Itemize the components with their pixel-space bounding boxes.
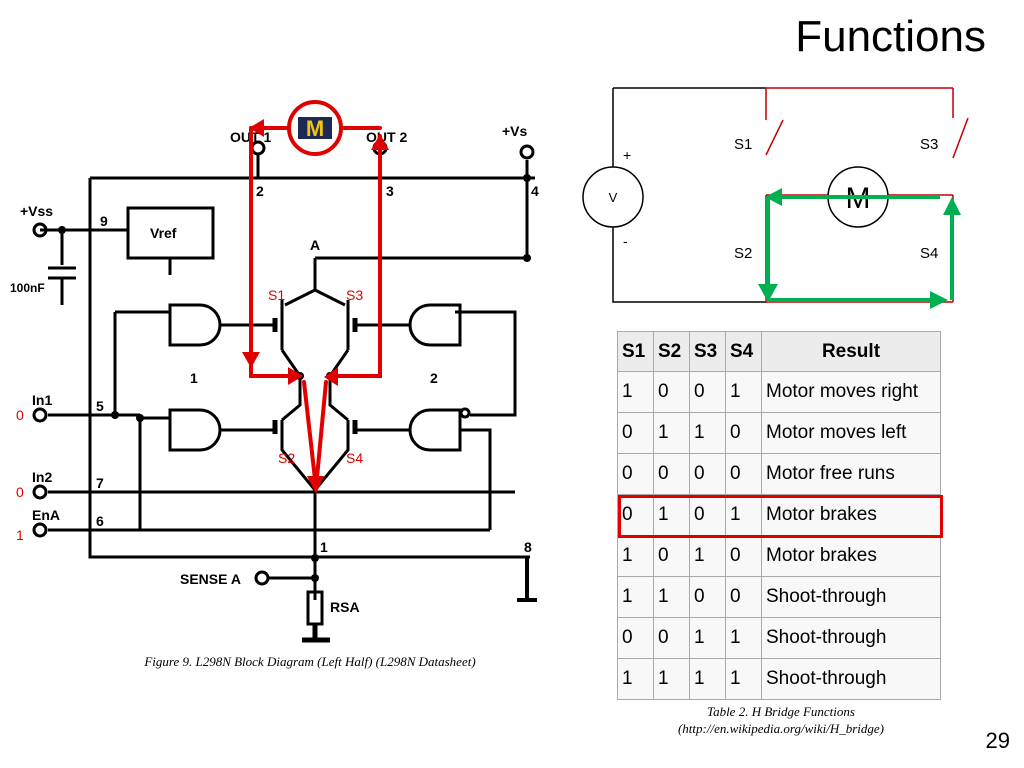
table-cell: 0 xyxy=(689,453,726,495)
pin-label-sense: SENSE A xyxy=(180,571,241,587)
table-cell: Shoot-through xyxy=(761,617,941,659)
column-header: S3 xyxy=(689,331,726,372)
table-row-highlighted: 0 1 0 1 Motor brakes xyxy=(617,494,941,536)
table-row: 0 0 1 1 Shoot-through xyxy=(617,617,941,659)
switch-label-s3: S3 xyxy=(920,136,938,153)
switch-label-s4: S4 xyxy=(920,245,938,262)
table-cell: 1 xyxy=(689,658,726,700)
table-cell: 1 xyxy=(653,576,690,618)
table-cell: 0 xyxy=(689,371,726,413)
rsa-label: RSA xyxy=(330,599,360,615)
table-cell: 0 xyxy=(725,535,762,577)
switch-label-s1: S1 xyxy=(734,136,752,153)
gate-group-1-label: 1 xyxy=(190,370,198,386)
table-cell: 1 xyxy=(689,535,726,577)
column-header: S1 xyxy=(617,331,654,372)
table-cell: 0 xyxy=(653,453,690,495)
pin-number: 6 xyxy=(96,513,104,529)
pin-number: 5 xyxy=(96,398,104,414)
pin-number: 7 xyxy=(96,475,104,491)
pin-label-in1: In1 xyxy=(32,392,52,408)
pin-label-vss: +Vss xyxy=(20,203,53,219)
table-row: 1 1 1 1 Shoot-through xyxy=(617,658,941,700)
pin-label-in2: In2 xyxy=(32,469,52,485)
pin-number: 9 xyxy=(100,213,108,229)
table-caption-title: Table 2. H Bridge Functions xyxy=(707,704,855,719)
pin-number: 3 xyxy=(386,183,394,199)
table-row: 0 1 1 0 Motor moves left xyxy=(617,412,941,454)
plus-sign: + xyxy=(623,147,631,163)
pin-number: 1 xyxy=(320,539,328,555)
hbridge-function-table: S1 S2 S3 S4 Result 1 0 0 1 Motor moves r… xyxy=(617,331,941,700)
table-cell: 0 xyxy=(617,617,654,659)
table-cell: 1 xyxy=(617,535,654,577)
table-cell: 1 xyxy=(689,412,726,454)
table-cell: Shoot-through xyxy=(761,576,941,618)
current-path xyxy=(249,126,382,490)
motor-logo: M xyxy=(287,100,343,156)
table-cell: 0 xyxy=(653,617,690,659)
switch-label-s2: S2 xyxy=(734,245,752,262)
minus-sign: - xyxy=(623,233,628,249)
node-a-label: A xyxy=(310,237,320,253)
column-header: Result xyxy=(761,331,941,372)
switch-label-s4: S4 xyxy=(346,450,363,466)
table-cell: 1 xyxy=(725,658,762,700)
table-header-row: S1 S2 S3 S4 Result xyxy=(617,331,941,372)
source-label: V xyxy=(609,190,618,205)
highlighted-row-box xyxy=(618,495,943,538)
vref-label: Vref xyxy=(150,225,177,241)
table-cell: 1 xyxy=(725,617,762,659)
table-cell: 0 xyxy=(617,412,654,454)
table-row: 0 0 0 0 Motor free runs xyxy=(617,453,941,495)
table-cell: 0 xyxy=(689,576,726,618)
pin-number: 2 xyxy=(256,183,264,199)
current-path xyxy=(766,195,954,302)
table-cell: 1 xyxy=(725,371,762,413)
pin-label-out2: OUT 2 xyxy=(366,129,407,145)
slide-title: Functions xyxy=(795,12,986,61)
table-cell: Motor brakes xyxy=(761,535,941,577)
table-cell: 1 xyxy=(617,371,654,413)
table-row: 1 1 0 0 Shoot-through xyxy=(617,576,941,618)
table-cell: 1 xyxy=(689,617,726,659)
page-number: 29 xyxy=(985,728,1010,753)
table-caption-source: (http://en.wikipedia.org/wiki/H_bridge) xyxy=(677,721,885,736)
table-cell: 0 xyxy=(725,576,762,618)
table-row: 1 0 1 0 Motor brakes xyxy=(617,535,941,577)
table-cell: Shoot-through xyxy=(761,658,941,700)
table-cell: 1 xyxy=(653,658,690,700)
column-header: S4 xyxy=(725,331,762,372)
switch-label-s1: S1 xyxy=(268,287,285,303)
svg-text:M: M xyxy=(306,116,324,141)
table-cell: Motor moves right xyxy=(761,371,941,413)
column-header: S2 xyxy=(653,331,690,372)
hbridge-schematic: M V + - S1 S3 S2 S4 xyxy=(582,87,969,309)
table-caption: Table 2. H Bridge Functions (http://en.w… xyxy=(612,703,950,737)
table-cell: Motor moves left xyxy=(761,412,941,454)
table-cell: 0 xyxy=(725,412,762,454)
pin-number: 8 xyxy=(524,539,532,555)
ena-value: 1 xyxy=(16,527,24,543)
table-cell: 0 xyxy=(653,371,690,413)
table-row: 1 0 0 1 Motor moves right xyxy=(617,371,941,413)
table-cell: 0 xyxy=(653,535,690,577)
table-cell: 1 xyxy=(653,412,690,454)
table-cell: 0 xyxy=(617,453,654,495)
figure-caption: Figure 9. L298N Block Diagram (Left Half… xyxy=(144,654,476,669)
table-cell: 1 xyxy=(617,658,654,700)
pin-label-ena: EnA xyxy=(32,507,60,523)
pin-number: 4 xyxy=(531,183,539,199)
table-cell: 1 xyxy=(617,576,654,618)
l298n-block-diagram: OUT 1 OUT 2 +Vs +Vss Vref 100nF In1 In2 … xyxy=(10,100,539,643)
in1-value: 0 xyxy=(16,407,24,423)
switch-label-s3: S3 xyxy=(346,287,363,303)
pin-label-vs: +Vs xyxy=(502,123,528,139)
cap-label: 100nF xyxy=(10,281,45,295)
in2-value: 0 xyxy=(16,484,24,500)
switch-label-s2: S2 xyxy=(278,450,295,466)
table-cell: 0 xyxy=(725,453,762,495)
table-cell: Motor free runs xyxy=(761,453,941,495)
gate-group-2-label: 2 xyxy=(430,370,438,386)
